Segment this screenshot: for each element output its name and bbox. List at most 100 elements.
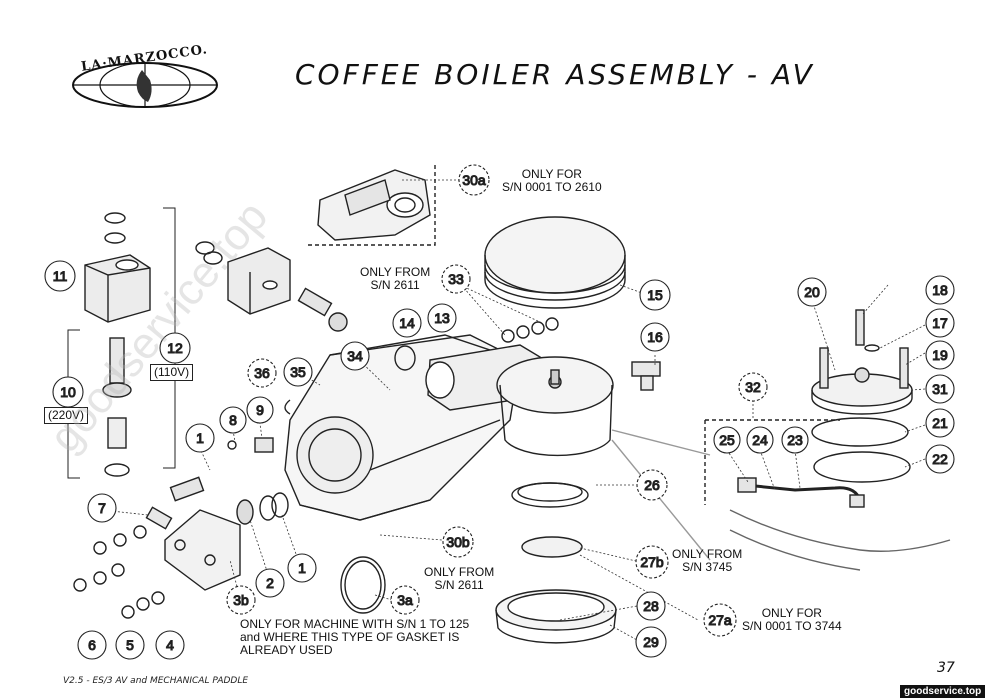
svg-text:30b: 30b — [446, 534, 470, 550]
svg-text:14: 14 — [399, 315, 415, 331]
svg-text:35: 35 — [290, 364, 306, 380]
svg-text:1: 1 — [196, 430, 204, 446]
svg-text:13: 13 — [434, 310, 450, 326]
brand-logo: LA·MARZOCCO. — [72, 42, 218, 108]
callout-23: 23 — [781, 426, 809, 454]
callout-27b: 27b — [635, 545, 669, 579]
callout-7: 7 — [87, 493, 117, 523]
svg-text:24: 24 — [752, 432, 768, 448]
callout-36: 36 — [247, 358, 277, 388]
callout-28: 28 — [636, 591, 666, 621]
callout-5: 5 — [115, 630, 145, 660]
svg-text:26: 26 — [644, 477, 660, 493]
svg-text:19: 19 — [932, 347, 948, 363]
part-36-clip — [284, 399, 291, 415]
callout-1b: 1 — [287, 553, 317, 583]
part-7-connector — [145, 506, 173, 530]
part-16-tee — [631, 361, 661, 391]
part-nut — [104, 212, 126, 224]
part-12-coil-110v — [195, 241, 291, 315]
svg-text:12: 12 — [167, 340, 183, 356]
part-30a-group-head — [317, 169, 431, 241]
svg-text:36: 36 — [254, 365, 270, 381]
svg-text:7: 7 — [98, 500, 106, 516]
svg-text:31: 31 — [932, 381, 948, 397]
svg-text:34: 34 — [347, 348, 363, 364]
part-14-ring — [394, 345, 416, 371]
callout-13: 13 — [427, 303, 457, 333]
part-washer — [104, 232, 126, 244]
callout-19: 19 — [925, 340, 955, 370]
svg-text:16: 16 — [647, 329, 663, 345]
callout-20: 20 — [797, 277, 827, 307]
page-number: 37 — [937, 660, 955, 676]
svg-text:22: 22 — [932, 451, 948, 467]
callout-4: 4 — [155, 630, 185, 660]
part-31-flange — [811, 347, 913, 415]
svg-text:11: 11 — [53, 268, 68, 284]
callout-10: 10 — [52, 376, 84, 408]
part-18-screw — [855, 309, 865, 346]
svg-text:29: 29 — [643, 634, 659, 650]
callout-35: 35 — [283, 357, 313, 387]
callout-27a: 27a — [703, 603, 737, 637]
callout-16: 16 — [640, 322, 670, 352]
svg-text:21: 21 — [932, 415, 948, 431]
part-33-fittings — [501, 317, 559, 343]
part-3a-gasket — [340, 556, 386, 614]
part-29-shower-holder — [495, 589, 617, 644]
svg-text:9: 9 — [256, 402, 264, 418]
svg-text:8: 8 — [229, 412, 237, 428]
callout-29: 29 — [635, 626, 667, 658]
callout-3a: 3a — [390, 585, 420, 615]
svg-text:30a: 30a — [462, 172, 486, 188]
svg-text:2: 2 — [266, 575, 274, 591]
part-17-washer — [864, 344, 880, 352]
callout-24: 24 — [746, 426, 774, 454]
svg-text:27b: 27b — [640, 554, 664, 570]
callout-25: 25 — [713, 426, 741, 454]
callout-15: 15 — [639, 279, 671, 311]
callout-17: 17 — [925, 308, 955, 338]
svg-text:17: 17 — [932, 315, 948, 331]
svg-text:20: 20 — [804, 284, 820, 300]
part-1-pressostat — [169, 476, 205, 502]
part-22-gasket — [813, 451, 911, 483]
svg-text:1: 1 — [298, 560, 306, 576]
part-9-bracket — [254, 437, 274, 453]
part-32-tube-assembly — [737, 477, 865, 508]
callout-box-30a — [305, 165, 436, 246]
callout-30b: 30b — [442, 526, 474, 558]
callout-34: 34 — [340, 341, 370, 371]
svg-text:23: 23 — [787, 432, 803, 448]
part-boiler-flange — [496, 356, 614, 457]
svg-text:3b: 3b — [233, 592, 249, 608]
svg-text:5: 5 — [126, 637, 134, 653]
callout-18: 18 — [925, 275, 955, 305]
part-2-fitting — [236, 499, 254, 525]
callout-26: 26 — [636, 469, 668, 501]
footer-model: V2.5 - ES/3 AV and MECHANICAL PADDLE — [63, 676, 249, 686]
callout-14: 14 — [392, 308, 422, 338]
svg-text:3a: 3a — [397, 592, 413, 608]
callout-22: 22 — [925, 444, 955, 474]
part-11-coil — [84, 254, 151, 323]
svg-text:6: 6 — [88, 637, 96, 653]
svg-text:18: 18 — [932, 282, 948, 298]
callout-1a: 1 — [185, 423, 215, 453]
part-21-gasket — [811, 417, 909, 447]
callout-31: 31 — [925, 374, 955, 404]
svg-text:27a: 27a — [708, 612, 732, 628]
voltage-110v: (110V) — [150, 364, 194, 381]
svg-text:15: 15 — [647, 287, 663, 303]
part-8-screw — [227, 440, 237, 450]
callout-30a: 30a — [458, 164, 490, 196]
part-15-boiler-lid — [484, 216, 626, 309]
svg-text:4: 4 — [166, 637, 174, 653]
part-5-nuts — [121, 591, 165, 619]
